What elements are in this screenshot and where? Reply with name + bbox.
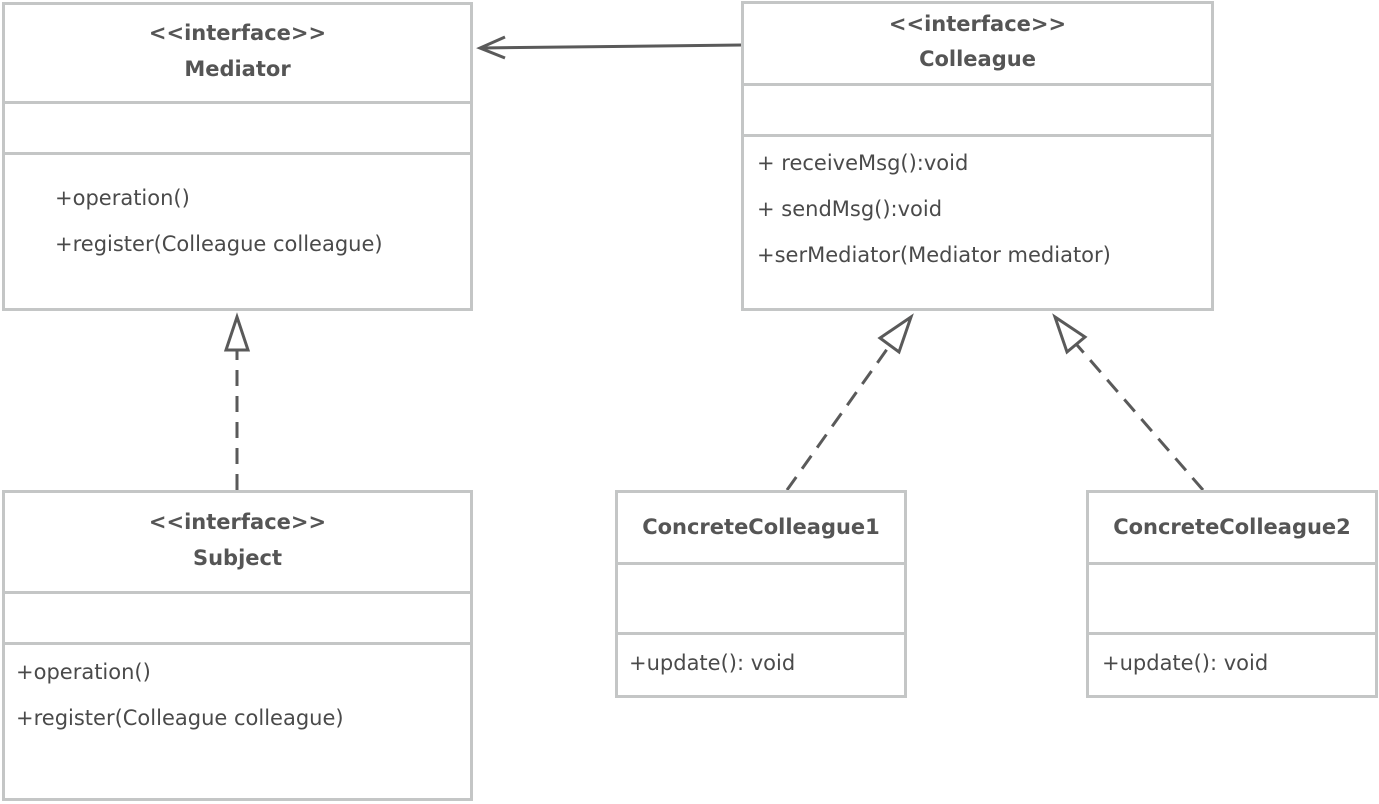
class-colleague[interactable]: <<interface>> Colleague + receiveMsg():v… (741, 1, 1214, 311)
concrete-colleague-1-attributes-section (618, 562, 904, 632)
association-colleague-mediator (479, 43, 743, 50)
concrete-colleague-1-operation-1: +update(): void (629, 651, 796, 675)
colleague-operations-section: + receiveMsg():void + sendMsg():void +se… (744, 134, 1211, 308)
concrete-colleague-2-operation-1: +update(): void (1102, 651, 1269, 675)
mediator-operations-section: +operation() +register(Colleague colleag… (5, 152, 470, 308)
colleague-operation-1: + receiveMsg():void (757, 151, 969, 175)
mediator-name: Mediator (184, 57, 291, 81)
subject-name: Subject (192, 546, 283, 570)
mediator-operation-1: +operation() (55, 186, 190, 210)
realization-concrete1-colleague (785, 344, 892, 491)
concrete-colleague-2-name: ConcreteColleague2 (1113, 515, 1351, 539)
realization-arrowhead-colleague-1 (877, 313, 914, 355)
mediator-stereotype: <<interface>> (148, 21, 327, 45)
class-mediator[interactable]: <<interface>> Mediator +operation() +reg… (2, 2, 473, 311)
class-concrete-colleague-1[interactable]: ConcreteColleague1 +update(): void (615, 490, 907, 698)
mediator-operation-2: +register(Colleague colleague) (55, 232, 383, 256)
concrete-colleague-2-attributes-section (1089, 562, 1375, 632)
realization-concrete2-colleague (1075, 344, 1205, 491)
colleague-stereotype: <<interface>> (888, 12, 1067, 36)
colleague-name: Colleague (919, 47, 1036, 71)
subject-operation-2: +register(Colleague colleague) (16, 706, 344, 730)
realization-arrowhead-mediator (223, 312, 251, 352)
colleague-attributes-section (744, 83, 1211, 134)
subject-attributes-section (5, 591, 470, 642)
concrete-colleague-1-name: ConcreteColleague1 (642, 515, 880, 539)
colleague-operation-2: + sendMsg():void (757, 197, 943, 221)
colleague-operation-3: +serMediator(Mediator mediator) (757, 243, 1111, 267)
subject-operations-section: +operation() +register(Colleague colleag… (5, 642, 470, 798)
association-arrowhead (476, 35, 506, 60)
realization-arrowhead-colleague-2 (1052, 313, 1088, 355)
concrete-colleague-2-operations-section: +update(): void (1089, 632, 1375, 695)
class-subject[interactable]: <<interface>> Subject +operation() +regi… (2, 490, 473, 801)
concrete-colleague-1-operations-section: +update(): void (618, 632, 904, 695)
subject-operation-1: +operation() (16, 660, 151, 684)
class-concrete-colleague-2[interactable]: ConcreteColleague2 +update(): void (1086, 490, 1378, 698)
subject-stereotype: <<interface>> (148, 510, 327, 534)
mediator-attributes-section (5, 101, 470, 152)
